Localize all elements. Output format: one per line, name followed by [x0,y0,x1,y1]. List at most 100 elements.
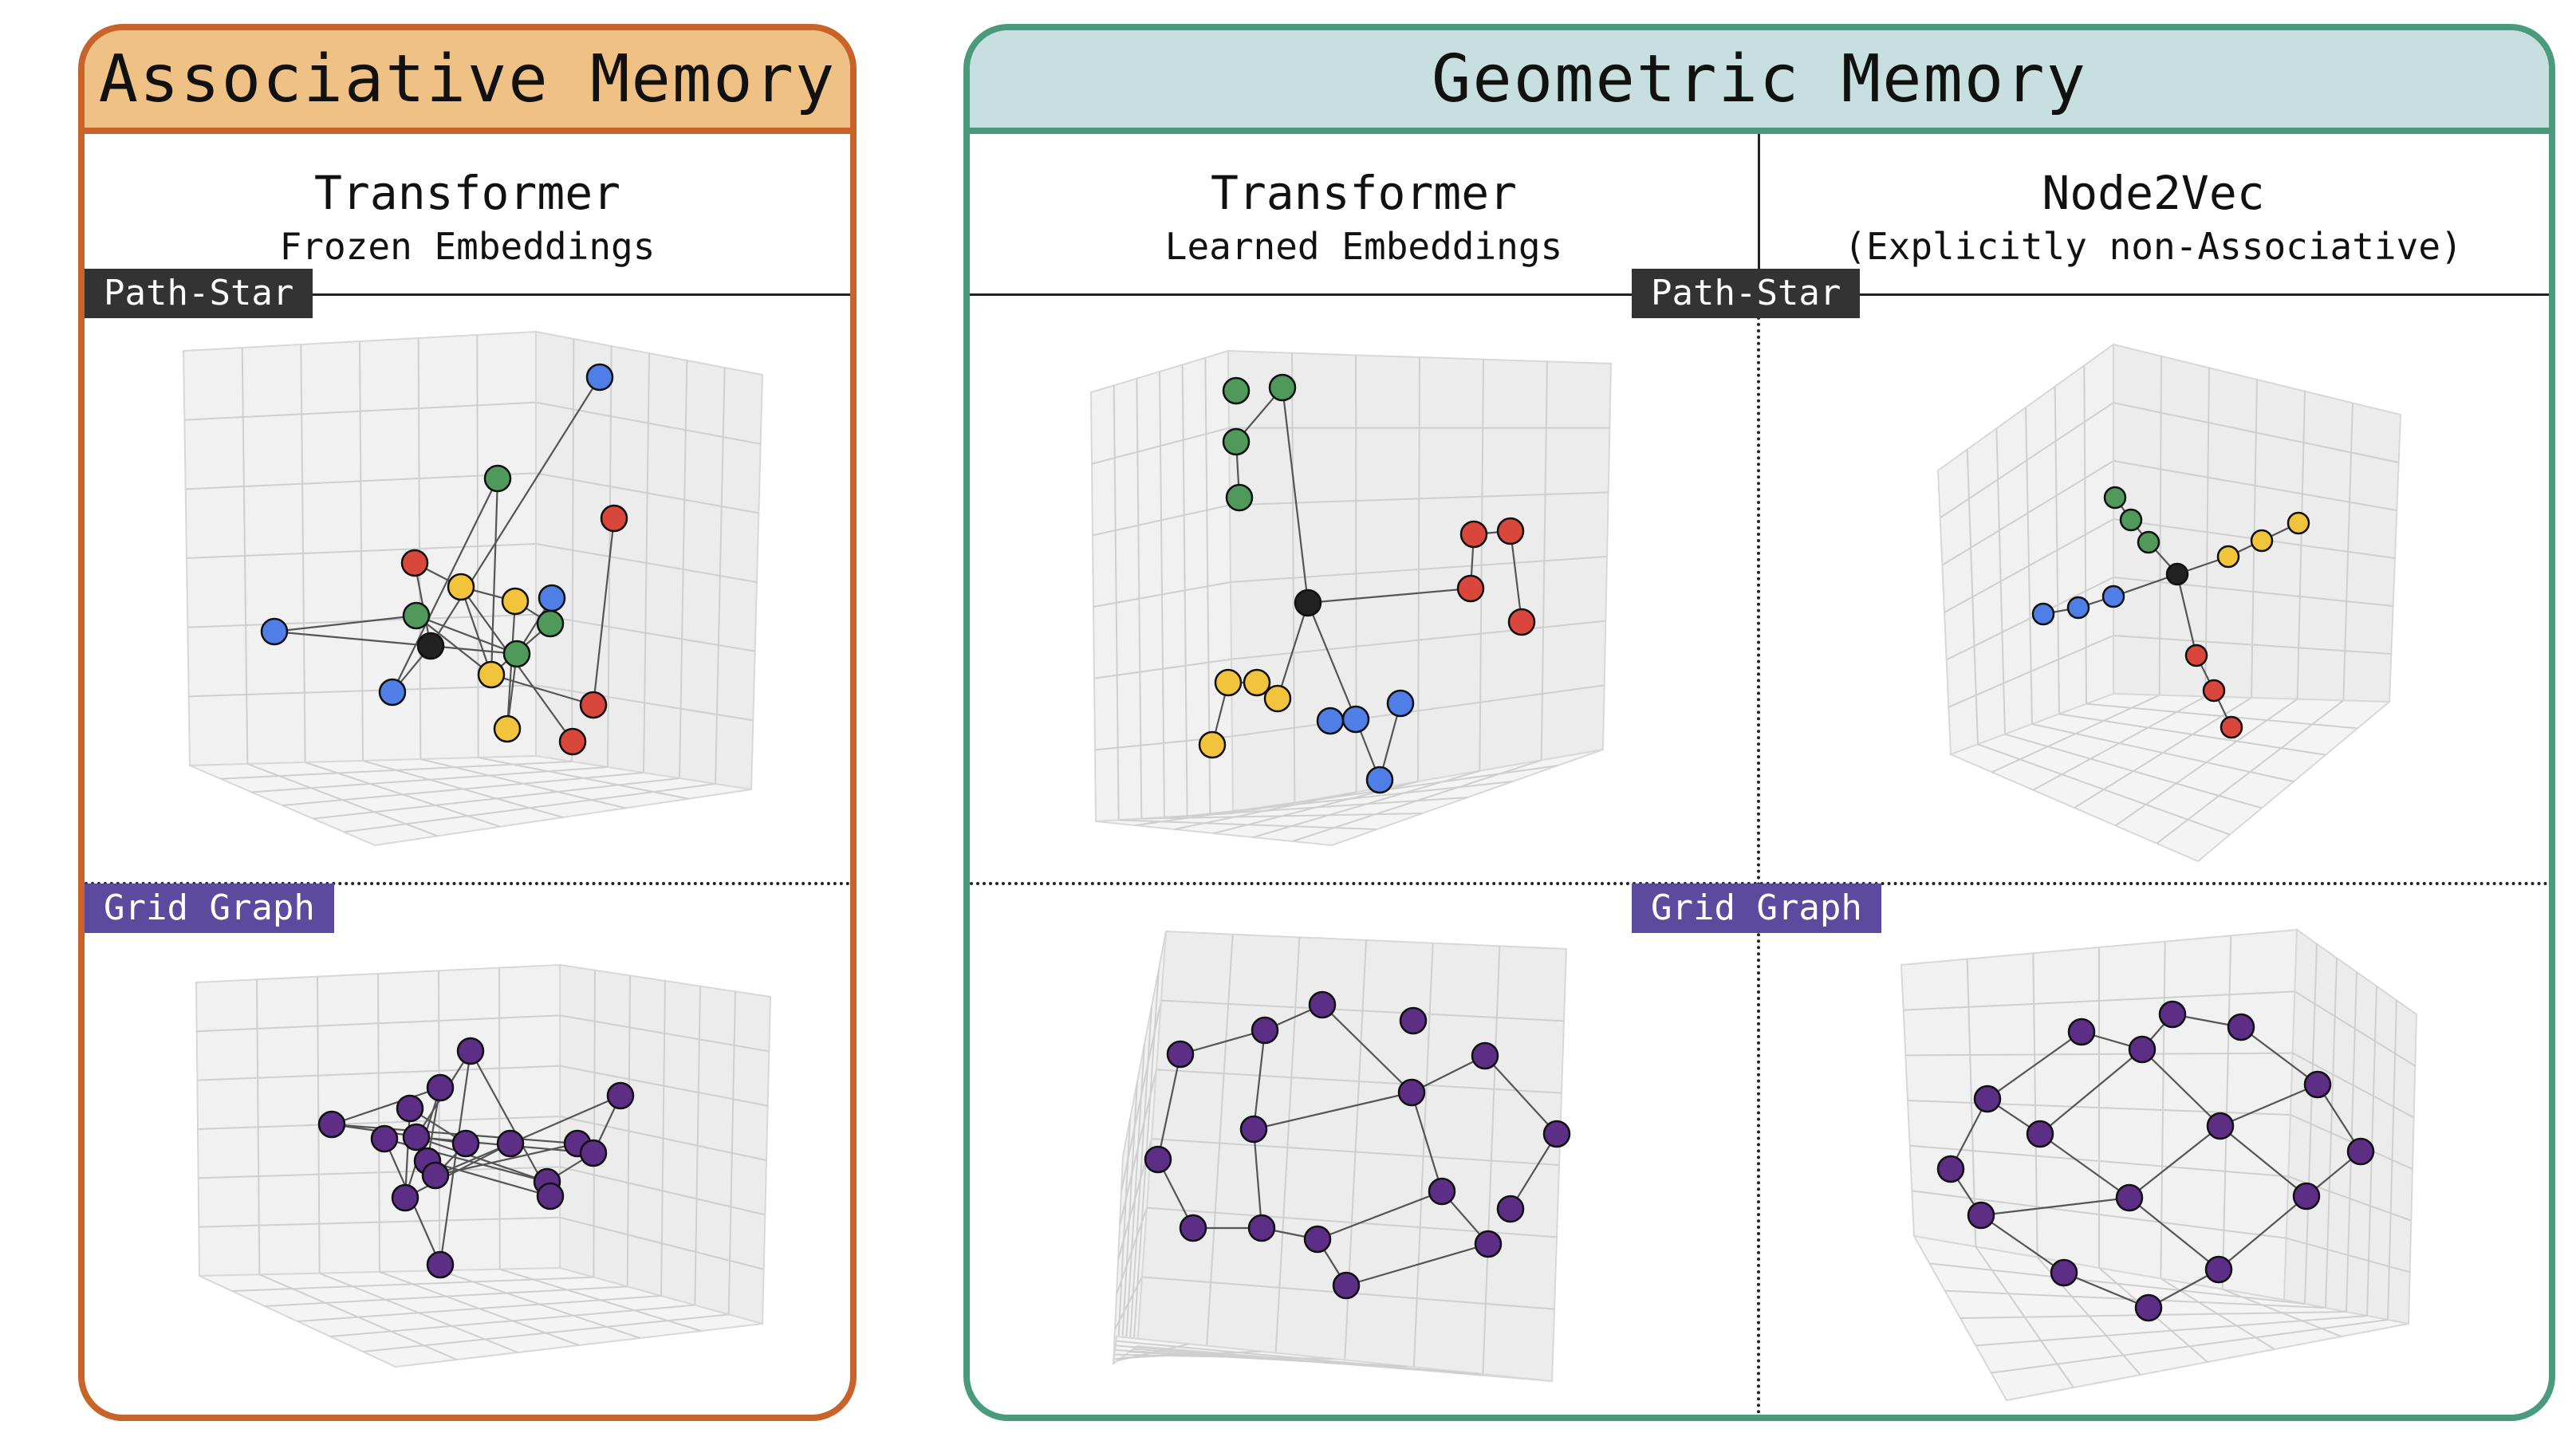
transformer-frozen-header: Transformer Frozen Embeddings [85,134,850,296]
graph-node [579,691,608,719]
path-star-label-left: Path-Star [85,269,313,318]
graph-node [1263,684,1292,713]
grid-graph-label-right: Grid Graph [1632,884,1881,933]
axis-pane [1936,343,2114,756]
graph-edge [1306,602,1357,720]
graph-edge [430,644,518,655]
graph-edge [2240,1026,2318,1085]
graph-edge [274,614,417,633]
graph-edge [1180,1029,1266,1056]
axis-pane [1136,930,1568,1383]
graph-node [1967,1201,1995,1230]
graph-node [536,609,565,638]
graph-edge [2129,1125,2221,1199]
grid-line [2156,699,2344,844]
grid-line [1948,635,2114,708]
graph-edge [416,615,492,675]
grid-line [199,1216,561,1228]
graph-node [1459,520,1488,549]
grid-line [1292,759,1542,842]
graph-edge [1321,1004,1412,1093]
column-title: Node2Vec [2042,166,2265,220]
graph-edge [1276,602,1310,699]
graph-edge [1156,1053,1182,1160]
grid-line [362,1313,729,1352]
graph-node [402,601,431,630]
column-divider-dotted [1757,297,1760,1415]
graph-node [579,1139,608,1167]
graph-node [2165,562,2189,586]
grid-line [559,1216,764,1270]
graph-node [2026,1120,2054,1148]
graph-node [378,678,407,707]
grid-line [1912,1190,2286,1239]
graph-edge [1980,1196,2130,1217]
graph-edge [470,1050,551,1197]
graph-node [400,549,429,577]
graph-node [1936,1155,1965,1183]
grid-line [2113,635,2392,655]
graph-node [2101,585,2125,608]
graph-node [1166,1040,1195,1069]
graph-node [370,1124,399,1153]
graph-edge [1317,1190,1443,1241]
graph-node [1222,427,1251,456]
grid-line [1991,1319,2389,1374]
graph-edge [1252,1128,1263,1229]
graph-node [426,1250,455,1279]
graph-node [483,464,512,493]
graph-edge [1509,530,1523,623]
graph-node [1542,1120,1571,1148]
grid-line [498,967,501,1270]
pathstar-frozen-plot [182,330,764,847]
graph-node [2119,508,2143,532]
graph-node [1251,1016,1279,1045]
graph-node [2031,602,2055,626]
graph-node [2137,530,2160,554]
graph-edge [416,1136,548,1183]
graph-node [2128,1035,2157,1064]
graph-node [2292,1182,2321,1211]
graph-node [1268,373,1297,402]
graph-node [538,584,566,612]
graph-node [1243,668,1271,697]
graph-node [396,1094,424,1123]
graph-edge [2218,1195,2307,1270]
graph-node [1474,1230,1503,1258]
grid-learned-plot [1112,930,1571,1383]
graph-edge [490,673,594,707]
graph-node [2050,1258,2078,1287]
graph-node [606,1081,635,1110]
graph-node [456,1037,485,1065]
graph-node [2067,1018,2096,1046]
grid-line [535,684,754,722]
axis-pane [1912,1234,2409,1402]
pathstar-node2vec-plot [1936,343,2402,863]
graph-edge [427,1159,551,1198]
node2vec-header: Node2Vec (Explicitly non-Associative) [1758,134,2549,296]
graph-edge [404,1108,412,1199]
graph-node [585,363,614,392]
graph-edge [592,518,616,706]
graph-edge [331,1123,578,1145]
row-divider [85,882,850,885]
graph-node [2204,1255,2233,1284]
graph-node [2220,715,2243,739]
graph-edge [1410,1092,1444,1192]
graph-edge [1307,587,1471,604]
graph-edge [1484,1055,1558,1135]
graph-node [493,714,522,743]
graph-node [2066,596,2090,620]
graph-node [2216,545,2240,569]
graph-node [2206,1112,2235,1140]
graph-edge [1252,1029,1266,1130]
graph-edge [1987,1031,2082,1100]
graph-node [1294,589,1322,617]
graph-edge [392,478,498,693]
graph-edge [2220,1083,2318,1128]
grid-line [1114,1276,1143,1330]
graph-node [1496,1195,1525,1223]
graph-node [2103,486,2127,510]
graph-node [1214,668,1243,697]
grid-line [1116,1340,1483,1376]
